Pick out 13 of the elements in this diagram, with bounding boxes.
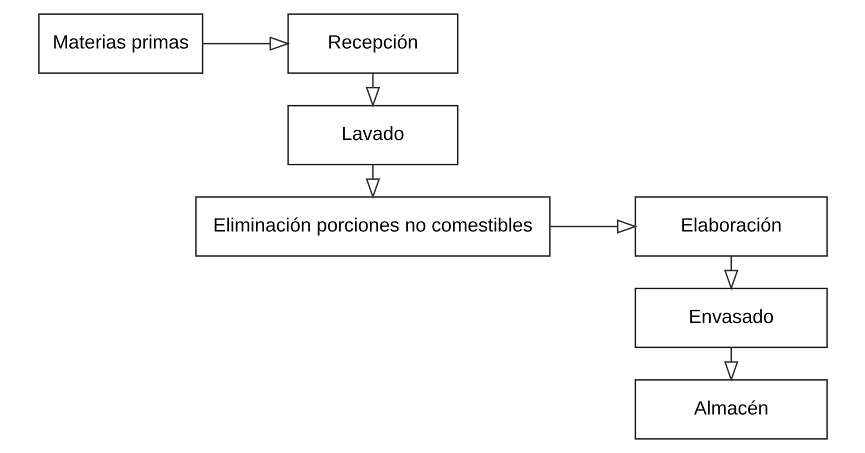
node-box: Almacén — [634, 379, 828, 440]
node-box: Recepción — [286, 13, 458, 74]
arrow — [365, 165, 380, 200]
arrow — [365, 74, 380, 108]
node-box: Elaboración — [634, 196, 828, 257]
arrow — [202, 36, 290, 51]
node-box: Lavado — [286, 104, 458, 166]
node-box: Materias primas — [38, 13, 203, 74]
arrow — [549, 219, 638, 234]
node-box: Eliminación porciones no comestibles — [194, 196, 550, 257]
node-box: Envasado — [634, 288, 828, 348]
arrow — [724, 348, 738, 382]
arrow — [724, 256, 738, 290]
